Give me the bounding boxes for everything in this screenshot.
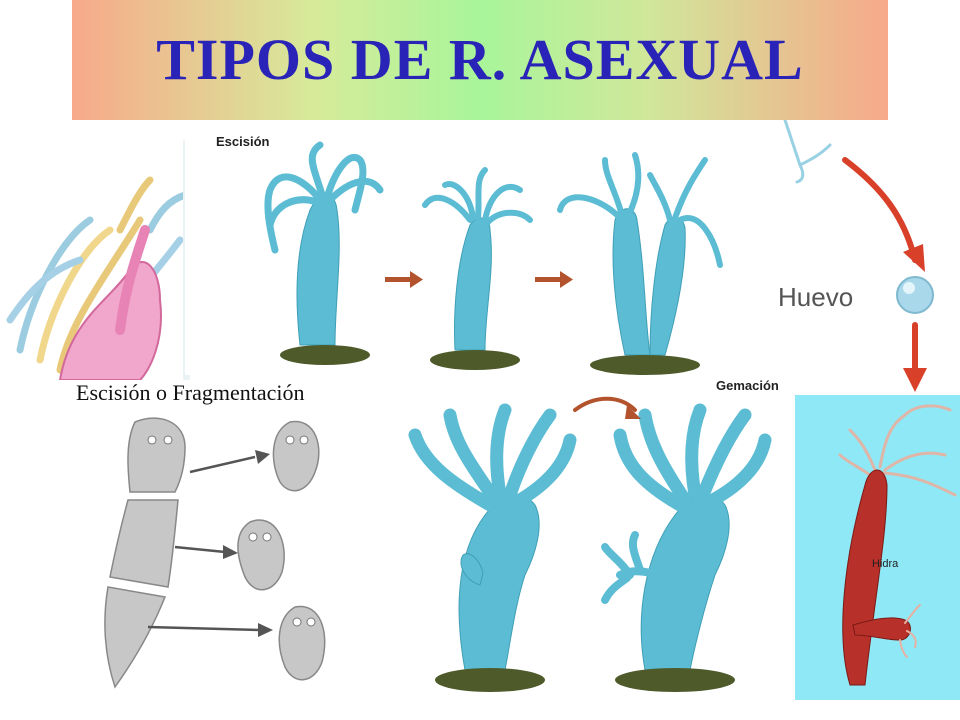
escision-panel	[185, 120, 780, 375]
fragmentacion-caption: Escisión o Fragmentación	[70, 380, 311, 406]
title-banner	[72, 0, 888, 120]
hidra-label: Hidra	[872, 558, 899, 570]
arrow-2	[535, 271, 573, 288]
escision-label: Escisión	[216, 134, 270, 149]
arrow-1	[385, 271, 423, 288]
gemacion-panel	[395, 375, 795, 700]
lifecycle-strip	[775, 120, 960, 400]
hidra-panel	[795, 395, 960, 700]
huevo-label: Huevo	[778, 282, 854, 312]
slide-title: TIPOS DE R. ASEXUAL	[156, 27, 804, 92]
gemacion-label: Gemación	[716, 378, 779, 393]
planarian-fragmentation	[90, 412, 390, 697]
anemone-illustration	[0, 120, 190, 380]
